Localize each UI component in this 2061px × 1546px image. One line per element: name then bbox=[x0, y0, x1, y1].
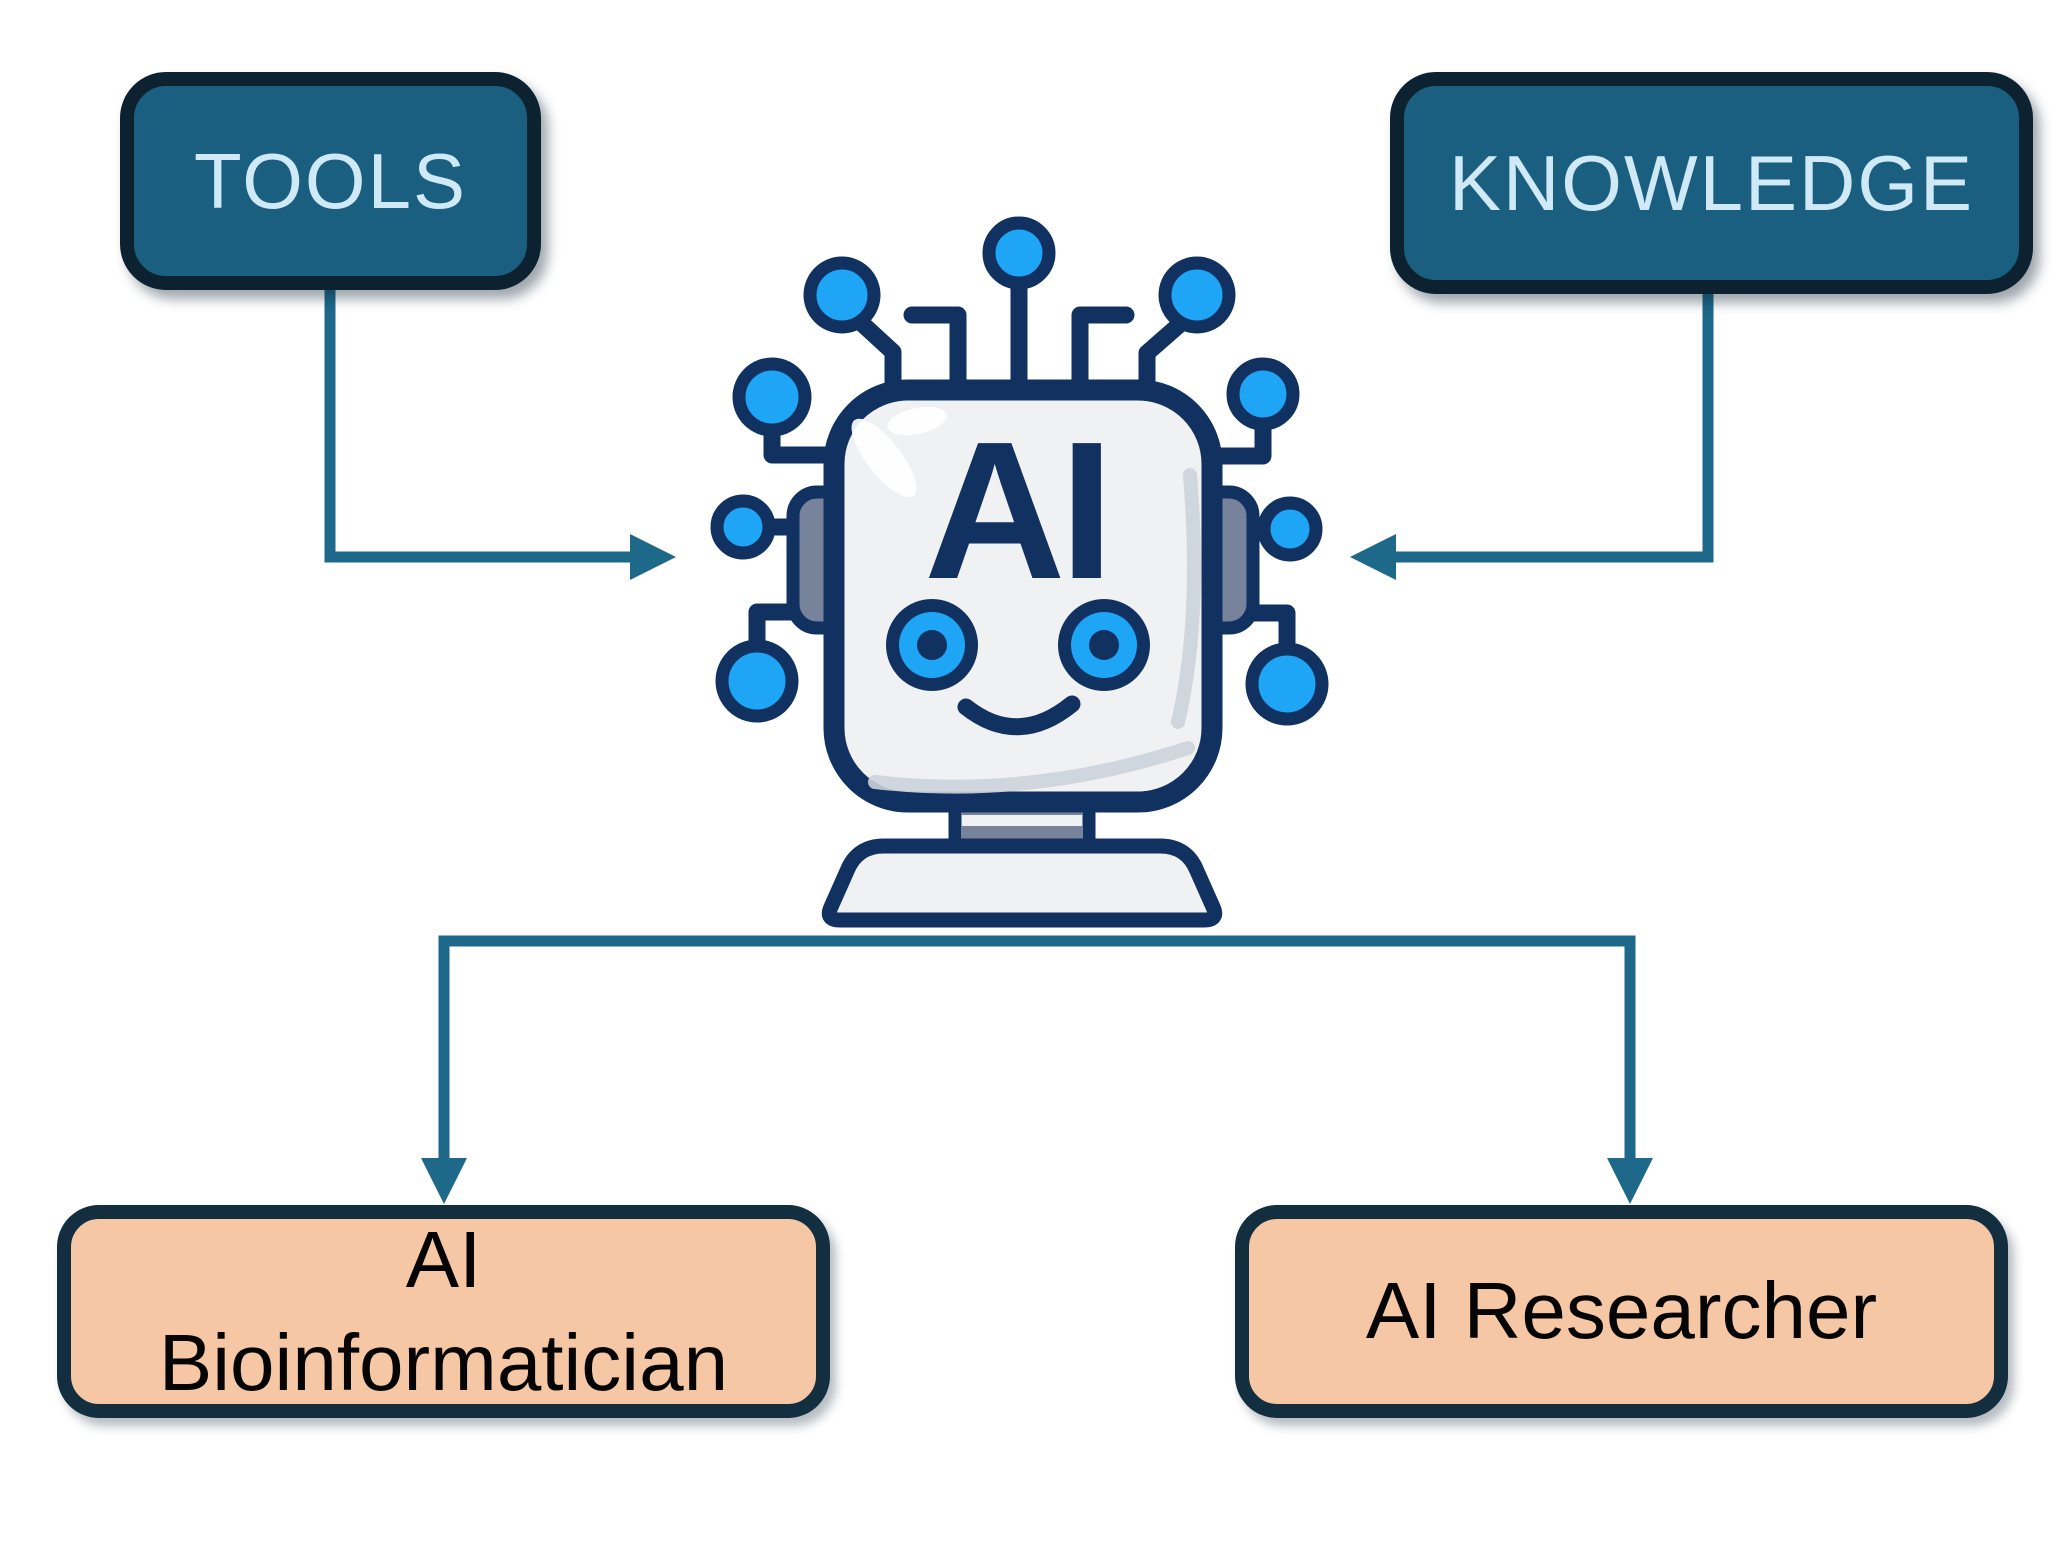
head-shine bbox=[887, 406, 947, 436]
robot-head bbox=[823, 379, 1223, 813]
head-shine bbox=[851, 418, 917, 498]
circuit-node-icon bbox=[710, 494, 776, 560]
arrowhead-right-icon bbox=[630, 534, 676, 580]
robot-face-label: AI bbox=[924, 401, 1108, 620]
node-ai-researcher-label: AI Researcher bbox=[1365, 1266, 1878, 1356]
node-ai-bioinformatician-line2: Bioinformatician bbox=[158, 1317, 729, 1407]
robot-smile bbox=[957, 695, 1081, 736]
node-ai-bioinformatician: AI Bioinformatician bbox=[57, 1205, 830, 1418]
ai-robot-icon: AI bbox=[710, 216, 1329, 928]
node-tools: TOOLS bbox=[120, 72, 541, 290]
node-knowledge: KNOWLEDGE bbox=[1390, 72, 2033, 294]
circuit-node-icon bbox=[982, 216, 1056, 290]
circuit-node-icon bbox=[1245, 642, 1329, 726]
robot-base bbox=[821, 838, 1223, 928]
circuit-node-icon bbox=[1226, 357, 1300, 431]
circuit-node-icon bbox=[1257, 496, 1323, 562]
circuit-node-icon bbox=[803, 256, 881, 334]
arrowhead-down-left-icon bbox=[421, 1158, 467, 1204]
circuit-node-icon bbox=[715, 639, 799, 723]
arrowhead-down-right-icon bbox=[1607, 1158, 1653, 1204]
head-shadow bbox=[868, 741, 1195, 794]
node-ai-bioinformatician-line1: AI bbox=[405, 1215, 482, 1305]
robot-circuit-nodes bbox=[710, 216, 1329, 726]
connector-tools-to-robot bbox=[324, 288, 676, 580]
arrowhead-left-icon bbox=[1350, 534, 1396, 580]
node-tools-label: TOOLS bbox=[194, 136, 467, 225]
connector-robot-to-outputs bbox=[421, 935, 1653, 1204]
connector-knowledge-to-robot bbox=[1350, 292, 1714, 580]
circuit-node-icon bbox=[1158, 256, 1236, 334]
node-knowledge-label: KNOWLEDGE bbox=[1448, 138, 1975, 227]
head-shadow bbox=[1171, 468, 1201, 729]
node-ai-researcher: AI Researcher bbox=[1235, 1205, 2008, 1418]
robot-eyes bbox=[886, 599, 1150, 691]
circuit-node-icon bbox=[732, 357, 812, 437]
